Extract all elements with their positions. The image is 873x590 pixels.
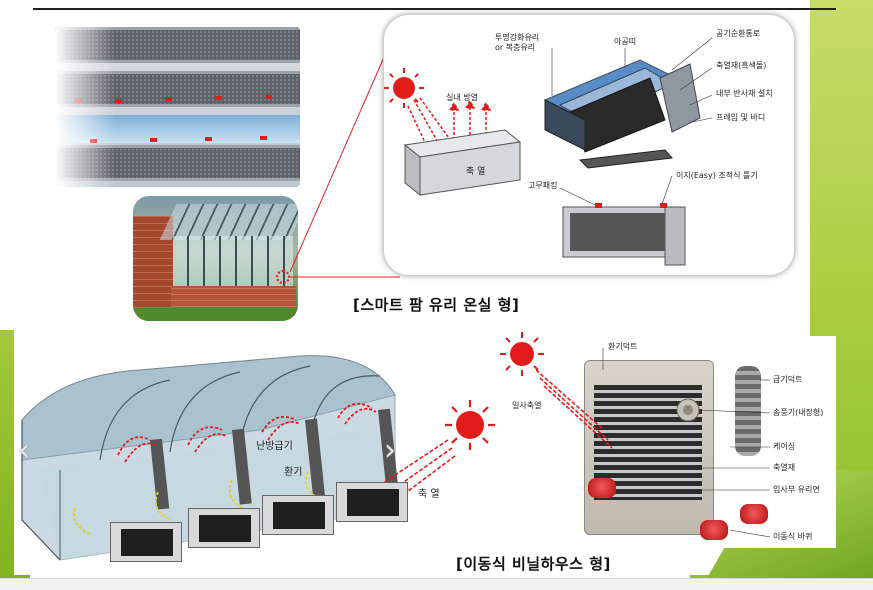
assembled-module <box>562 203 686 266</box>
label-rubber-packing: 고무패킹 <box>528 181 558 190</box>
unit-grill <box>121 529 173 556</box>
heating-arrows <box>117 402 377 463</box>
blower-hub <box>683 405 693 415</box>
red-marker <box>150 138 157 142</box>
unit-leader-lines <box>602 348 771 538</box>
label-exhaust-duct: 환기덕트 <box>608 342 638 351</box>
storage-box <box>403 129 522 197</box>
heat-release-arrows <box>448 99 492 140</box>
heater-unit-4 <box>336 482 408 522</box>
red-marker <box>260 136 267 140</box>
caption-smart-farm: [스마트 팜 유리 온실 형] <box>353 296 520 314</box>
wheel <box>588 478 616 498</box>
label-heat-material-unit: 축열재 <box>773 463 796 472</box>
label-casing: 케이싱 <box>773 442 796 451</box>
brick-wall-photo <box>55 27 300 187</box>
label-wheels: 이동식 바퀴 <box>773 532 813 541</box>
wheel <box>740 504 768 524</box>
label-or-double-glass: or 복층유리 <box>495 43 536 52</box>
supply-duct <box>735 366 761 456</box>
label-ventilation: 환기 <box>284 467 303 478</box>
leader-lines <box>551 37 713 206</box>
label-solar-storage: 일사축열 <box>512 401 542 410</box>
chevron-left-icon[interactable]: ‹ <box>18 433 30 468</box>
caption-mobile-house: [이동식 비닐하우스 형] <box>456 555 611 573</box>
heater-unit-2 <box>188 508 260 548</box>
sun-icon <box>384 68 424 108</box>
label-supply-duct: 급기덕트 <box>773 375 803 384</box>
red-marker <box>115 99 122 103</box>
label-indoor-release: 실내 방열 <box>446 93 478 102</box>
red-marker <box>265 95 272 99</box>
unit-solar-rays <box>535 369 613 449</box>
label-frame-layer: 아공띠 <box>614 37 637 46</box>
label-air-passage: 공기순환통로 <box>716 29 761 38</box>
glass-greenhouse-photo <box>133 196 298 321</box>
bottom-strip <box>0 578 873 590</box>
label-blower: 송풍기(내장형) <box>773 408 824 417</box>
red-marker <box>205 137 212 141</box>
label-easy-assembly: 이지(Easy) 조적식 틀기 <box>676 171 758 180</box>
top-rule <box>33 8 836 10</box>
highlight-circle <box>276 270 290 284</box>
greenhouse-glass <box>173 236 293 286</box>
greenhouse-brick-base <box>171 286 296 312</box>
unit-grill <box>199 515 251 542</box>
label-tempered-glass: 투명강화유리 <box>495 33 540 42</box>
label-reflector: 내부 반사재 설치 <box>716 89 773 98</box>
unit-grill <box>273 502 325 529</box>
sun-icon <box>445 400 495 450</box>
heater-unit-3 <box>262 495 334 535</box>
red-marker <box>165 97 172 101</box>
label-heat-storage-top: 축 열 <box>466 167 486 177</box>
label-glass-face: 입사부 유리면 <box>773 485 820 494</box>
connector-line-top <box>289 47 389 273</box>
unit-grill <box>347 489 399 516</box>
label-heat-storage-tunnel: 축 열 <box>418 489 440 500</box>
red-marker <box>215 96 222 100</box>
grass <box>133 308 298 321</box>
wheel <box>700 520 728 540</box>
label-heating-supply: 난방급기 <box>256 441 293 452</box>
photo-fade <box>55 27 115 187</box>
label-frame-body: 프레임 및 바디 <box>716 113 766 122</box>
exploded-module <box>543 59 701 169</box>
chevron-right-icon[interactable]: › <box>384 433 396 468</box>
heater-unit-1 <box>110 522 182 562</box>
label-heat-material: 축열재(흑색돌) <box>716 61 767 70</box>
vertical-ducts <box>150 408 399 510</box>
sun-icon <box>500 332 544 376</box>
